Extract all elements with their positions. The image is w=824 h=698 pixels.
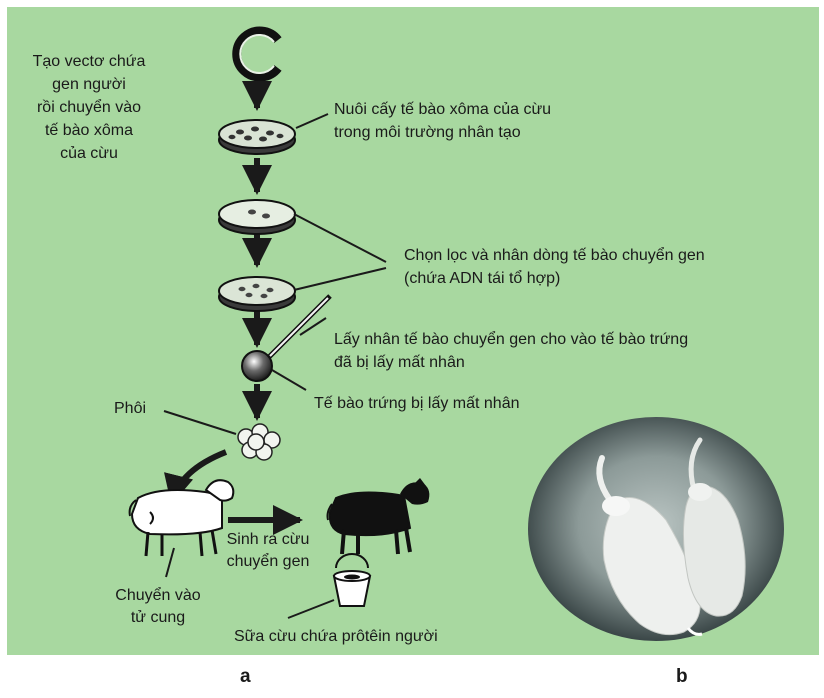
label-selection-line-1: Chọn lọc và nhân dòng tế bào chuyển gen — [404, 246, 705, 266]
plasmid-vector-icon — [237, 31, 278, 77]
label-vector-line-4: tế bào xôma — [10, 121, 168, 141]
petri-dish-cloning-icon — [219, 277, 295, 311]
label-uterus-line-2: tử cung — [108, 608, 208, 628]
label-vector-line-1: Tạo vectơ chứa — [10, 52, 168, 72]
label-embryo: Phôi — [114, 399, 146, 419]
label-selection-line-2: (chứa ADN tái tổ hợp) — [404, 269, 560, 289]
petri-dish-selection-icon — [219, 200, 295, 234]
label-birth-line-1: Sinh ra cừu — [218, 530, 318, 550]
label-vector-line-3: rồi chuyển vào — [10, 98, 168, 118]
label-culture-line-2: trong môi trường nhân tạo — [334, 123, 521, 143]
milk-bucket-icon — [334, 554, 370, 606]
label-milk: Sữa cừu chứa prôtêin người — [234, 627, 438, 647]
label-culture-line-1: Nuôi cấy tế bào xôma của cừu — [334, 100, 551, 120]
petri-dish-culture-icon — [219, 120, 295, 154]
label-uterus-line-1: Chuyển vào — [108, 586, 208, 606]
panel-label-a: a — [240, 666, 251, 688]
transgenic-sheep-icon — [328, 478, 430, 554]
label-birth-line-2: chuyển gen — [218, 552, 318, 572]
label-vector-line-2: gen người — [10, 75, 168, 95]
egg-cell-icon — [242, 351, 272, 381]
panel-label-b: b — [676, 666, 688, 688]
transgenic-mice-photo — [528, 417, 784, 641]
label-vector-line-5: của cừu — [10, 144, 168, 164]
label-transfer-line-2: đã bị lấy mất nhân — [334, 353, 465, 373]
label-transfer-line-1: Lấy nhân tế bào chuyển gen cho vào tế bà… — [334, 330, 688, 350]
embryo-icon — [238, 424, 280, 460]
label-enucleated-egg: Tế bào trứng bị lấy mất nhân — [314, 394, 520, 414]
